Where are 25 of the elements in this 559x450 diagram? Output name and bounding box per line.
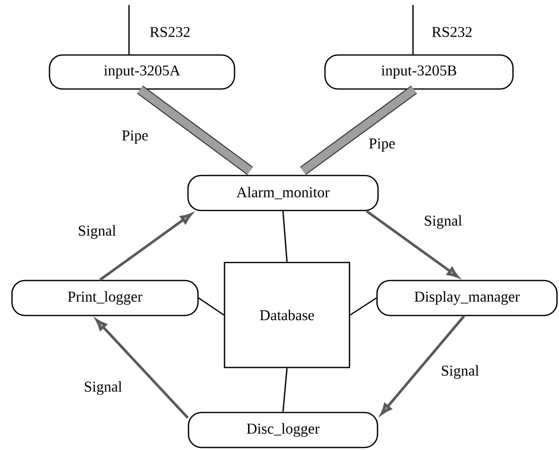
process-box: Print_logger xyxy=(11,280,199,316)
edge-label: Signal xyxy=(84,381,122,395)
arrow xyxy=(366,210,459,278)
arrow xyxy=(96,319,189,419)
edge-label: Signal xyxy=(442,365,479,379)
connector-line xyxy=(412,5,414,54)
connector-line xyxy=(350,297,377,316)
pipe-band xyxy=(300,86,417,175)
connector-line xyxy=(198,297,224,316)
process-box: input-3205A xyxy=(48,54,236,90)
process-box: input-3205B xyxy=(324,54,514,90)
edge-label: Signal xyxy=(424,215,462,229)
edge-label: RS232 xyxy=(432,26,472,38)
pipe-band xyxy=(137,86,253,175)
database-box: Database xyxy=(224,262,350,368)
arrow xyxy=(380,315,465,415)
process-box: Disc_logger xyxy=(188,412,378,448)
connector-line xyxy=(282,368,288,412)
process-box: Display_manager xyxy=(376,280,558,316)
connector-line xyxy=(282,211,288,262)
edge-label: RS232 xyxy=(150,26,190,38)
edge-label: Pipe xyxy=(122,130,148,144)
connector-line xyxy=(128,5,130,54)
process-box: Alarm_monitor xyxy=(187,174,379,212)
edge-label: Pipe xyxy=(369,138,395,152)
